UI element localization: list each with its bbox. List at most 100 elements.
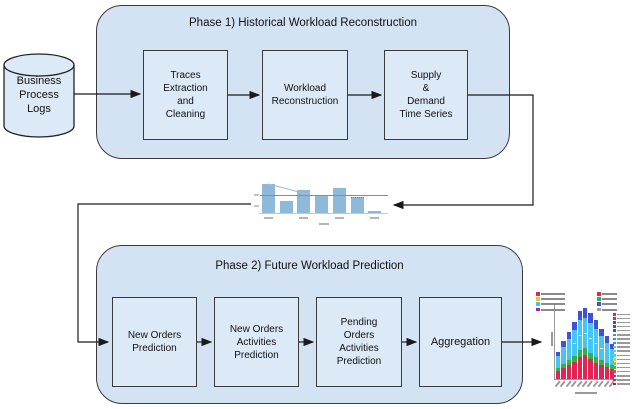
forecast-bar-segment bbox=[572, 362, 577, 379]
forecast-bar-segment bbox=[604, 363, 609, 367]
forecast-bar-segment bbox=[566, 365, 572, 379]
box-aggregation: Aggregation bbox=[419, 297, 502, 387]
legend-label bbox=[541, 308, 565, 311]
forecast-bar-segment bbox=[556, 368, 561, 371]
forecast-bar-segment bbox=[593, 357, 599, 363]
forecast-bar-segment bbox=[583, 318, 588, 348]
forecast-x-tick-label bbox=[570, 380, 577, 387]
legend-label bbox=[617, 329, 630, 332]
forecast-bar-segment bbox=[566, 339, 572, 360]
mini-x-tick-label bbox=[370, 217, 380, 219]
legend-label bbox=[617, 383, 630, 385]
mini-x-axis bbox=[259, 213, 388, 214]
forecast-bar-segment bbox=[593, 320, 599, 329]
box-workload-reconstruction: Workload Reconstruction bbox=[262, 50, 348, 140]
forecast-x-tick-label bbox=[597, 380, 604, 387]
mini-x-tick-label bbox=[334, 217, 344, 219]
mini-x-tick-label bbox=[299, 217, 309, 219]
legend-label bbox=[541, 293, 565, 295]
forecast-bar-segment bbox=[610, 344, 615, 349]
legend-swatch bbox=[613, 341, 616, 345]
segment-value-label bbox=[600, 348, 603, 349]
legend-swatch bbox=[613, 345, 616, 349]
legend-label bbox=[617, 321, 630, 324]
forecast-bar-segment bbox=[577, 311, 582, 320]
legend-swatch bbox=[613, 358, 616, 361]
mini-y-tick-label bbox=[254, 194, 259, 196]
forecast-bar-segment bbox=[610, 349, 615, 365]
forecast-bar-segment bbox=[593, 363, 599, 379]
legend-label bbox=[617, 350, 630, 352]
legend-label bbox=[617, 313, 630, 315]
legend-label bbox=[617, 342, 630, 344]
forecast-bar-segment bbox=[572, 356, 577, 362]
segment-value-label bbox=[589, 338, 592, 339]
forecast-bar-segment bbox=[599, 336, 604, 360]
legend-label bbox=[602, 308, 617, 311]
legend-label bbox=[617, 370, 630, 373]
cylinder-label: Business Process Logs bbox=[16, 75, 62, 115]
legend-swatch bbox=[597, 302, 601, 306]
legend-swatch bbox=[613, 366, 616, 369]
segment-value-label bbox=[594, 343, 598, 344]
legend-swatch bbox=[597, 292, 601, 296]
forecast-bar-segment bbox=[588, 353, 593, 359]
legend-label bbox=[541, 303, 565, 306]
legend-label bbox=[617, 375, 630, 377]
forecast-bar-segment bbox=[604, 343, 609, 363]
box-new-orders-activities-prediction: New Orders Activities Prediction bbox=[214, 297, 299, 387]
forecast-bar-segment bbox=[566, 360, 572, 365]
mini-bar bbox=[350, 197, 364, 214]
forecast-y-axis-label bbox=[551, 332, 553, 346]
mini-bar bbox=[297, 190, 311, 213]
legend-swatch bbox=[536, 297, 540, 301]
legend-swatch bbox=[613, 354, 616, 357]
legend-label bbox=[617, 325, 630, 328]
forecast-bar-segment bbox=[577, 350, 582, 357]
forecast-bar-segment bbox=[599, 360, 604, 365]
forecast-bar-segment bbox=[610, 369, 615, 379]
legend-label bbox=[617, 346, 630, 348]
phase2-title: Phase 2) Future Workload Prediction bbox=[215, 260, 404, 272]
legend-label bbox=[617, 366, 630, 369]
timeseries-chart-thumbnail bbox=[248, 170, 392, 226]
forecast-bar-segment bbox=[561, 368, 566, 379]
box-new-orders-prediction: New Orders Prediction bbox=[112, 297, 197, 387]
forecast-bar-segment bbox=[588, 359, 593, 379]
legend-label bbox=[541, 298, 565, 301]
forecast-stacked-chart-thumbnail bbox=[533, 288, 640, 408]
forecast-bar-segment bbox=[561, 364, 566, 368]
legend-swatch bbox=[613, 362, 616, 365]
legend-label bbox=[602, 293, 617, 295]
legend-label bbox=[602, 303, 617, 306]
legend-swatch bbox=[613, 378, 616, 382]
legend-swatch bbox=[613, 325, 616, 328]
legend-swatch bbox=[597, 297, 601, 301]
mini-x-tick-label bbox=[264, 217, 273, 219]
forecast-bar-segment bbox=[577, 357, 582, 379]
segment-value-label bbox=[573, 343, 576, 344]
legend-label bbox=[617, 317, 630, 320]
segment-value-label bbox=[578, 335, 582, 336]
legend-swatch bbox=[613, 382, 616, 386]
legend-label bbox=[602, 298, 617, 301]
forecast-bar-segment bbox=[566, 332, 572, 339]
legend-label bbox=[617, 358, 630, 361]
legend-swatch bbox=[536, 302, 540, 306]
legend-swatch bbox=[536, 292, 540, 296]
mini-bar bbox=[368, 210, 382, 213]
forecast-bar-segment bbox=[604, 367, 609, 379]
legend-swatch bbox=[613, 329, 616, 332]
legend-swatch bbox=[613, 333, 616, 336]
forecast-bar-segment bbox=[583, 308, 588, 318]
mini-bar bbox=[279, 200, 293, 213]
forecast-x-axis bbox=[554, 379, 618, 380]
legend-swatch bbox=[613, 317, 616, 320]
forecast-y-axis bbox=[554, 303, 555, 379]
forecast-x-axis-title bbox=[574, 392, 597, 394]
forecast-bar-segment bbox=[588, 313, 593, 323]
mini-x-axis-title bbox=[318, 223, 329, 225]
forecast-bar-segment bbox=[610, 365, 615, 369]
forecast-bar-segment bbox=[604, 336, 609, 343]
